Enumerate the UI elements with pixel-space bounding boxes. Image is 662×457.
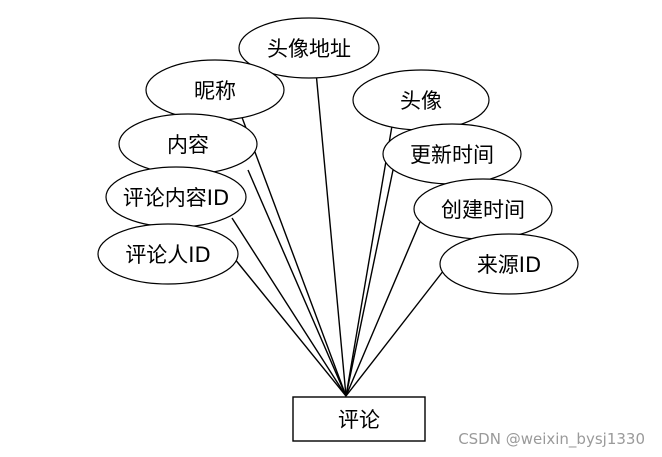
attribute-comment-content-id: 评论内容ID (105, 166, 247, 228)
watermark-text: CSDN @weixin_bysj1330 (458, 430, 645, 449)
connector-avatar (345, 119, 394, 397)
attribute-create-time: 创建时间 (413, 178, 553, 240)
attribute-avatar: 头像 (352, 69, 490, 131)
attribute-nickname: 昵称 (145, 59, 285, 121)
entity-box (292, 396, 426, 442)
connector-commenter-id (233, 257, 347, 397)
attribute-label: 昵称 (194, 79, 236, 103)
connector-avatar-url (315, 71, 347, 397)
connector-lines (231, 71, 445, 397)
attribute-label: 更新时间 (410, 143, 494, 167)
attribute-label: 来源ID (477, 253, 541, 277)
attribute-update-time: 更新时间 (382, 123, 522, 185)
attribute-source-id: 来源ID (439, 233, 579, 295)
attribute-label: 头像 (400, 89, 442, 113)
connector-update-time (345, 169, 394, 397)
attribute-label: 内容 (167, 133, 209, 157)
attribute-label: 评论人ID (125, 243, 210, 267)
connector-content (247, 169, 347, 397)
entity-label: 评论 (338, 408, 380, 432)
attribute-label: 创建时间 (441, 198, 525, 222)
attribute-label: 头像地址 (267, 37, 351, 61)
attribute-ellipse (97, 223, 239, 285)
connector-source-id (345, 269, 445, 397)
connector-nickname (239, 111, 347, 397)
attribute-label: 评论内容ID (123, 186, 229, 210)
connector-create-time (345, 221, 421, 397)
attribute-avatar-url: 头像地址 (238, 17, 380, 79)
attribute-ellipse (238, 17, 380, 79)
attribute-ellipse (439, 233, 579, 295)
connector-comment-content-id (231, 217, 347, 397)
attribute-commenter-id: 评论人ID (97, 223, 239, 285)
entity-comment: 评论 (292, 396, 426, 442)
attribute-content: 内容 (118, 113, 258, 175)
